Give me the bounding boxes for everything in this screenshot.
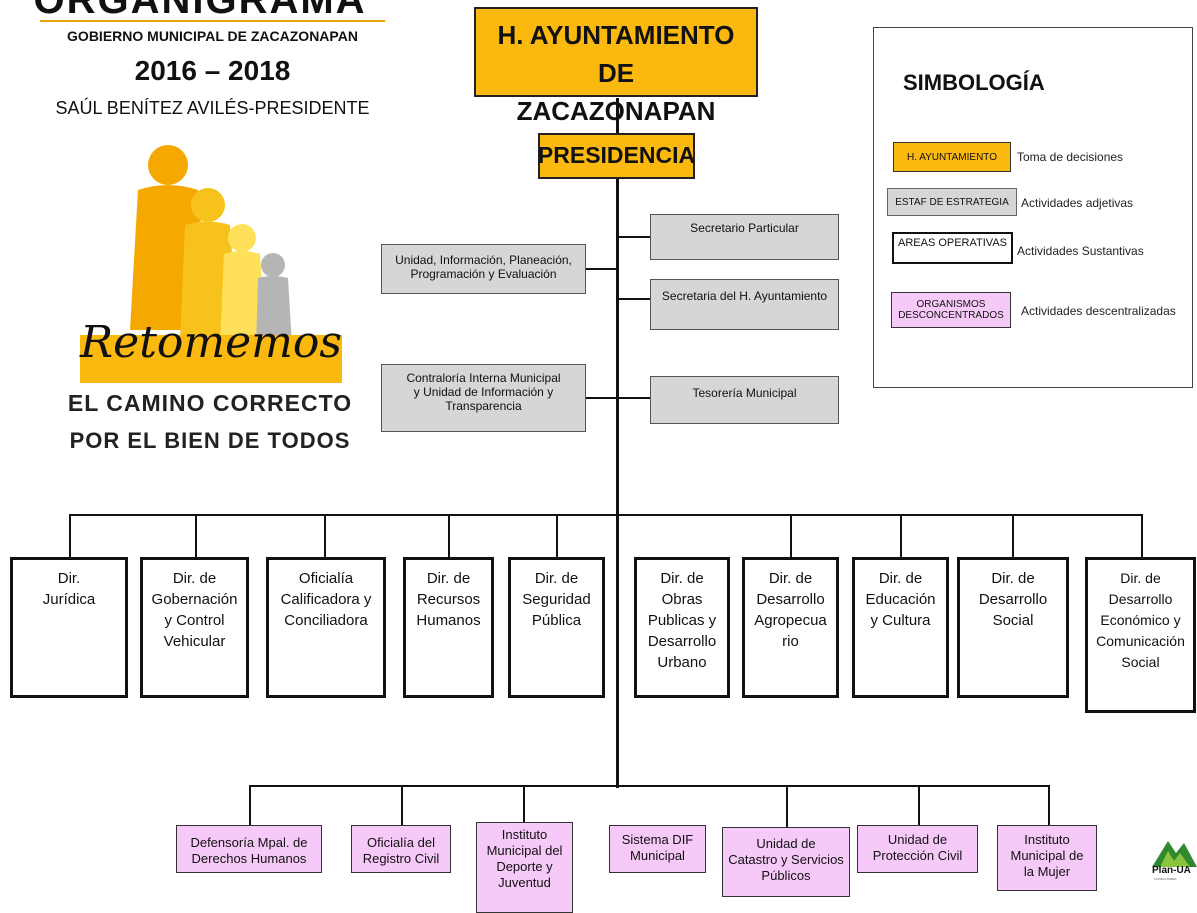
drop-dir-5	[556, 514, 558, 558]
org-instituto-mujer: Instituto Municipal de la Mujer	[997, 825, 1097, 891]
consultant-badge: Plan-UA CONSULTORES	[1150, 835, 1197, 881]
connector-secretaria	[618, 298, 650, 300]
drop-dir-1	[69, 514, 71, 558]
logo-slogan-2: POR EL BIEN DE TODOS	[69, 428, 351, 453]
drop-dir-4	[448, 514, 450, 558]
dir-juridica: Dir. Jurídica	[10, 557, 128, 698]
staff-secretaria-ayuntamiento: Secretaria del H. Ayuntamiento	[650, 279, 839, 330]
staff-unidad-planeacion: Unidad, Información, Planeación, Program…	[381, 244, 586, 294]
logo-slogan-1: EL CAMINO CORRECTO	[67, 389, 353, 416]
org-defensoria: Defensoría Mpal. de Derechos Humanos	[176, 825, 322, 873]
badge-text: Plan-UA	[1152, 865, 1191, 876]
connector-secretario	[618, 236, 650, 238]
title-underline	[40, 20, 385, 22]
drop-dir-10	[1141, 514, 1143, 558]
connector-main-vertical	[616, 98, 619, 788]
drop-dir-9	[1012, 514, 1014, 558]
legend-swatch-estaf: ESTAF DE ESTRATEGIA	[887, 188, 1017, 216]
staff-contraloria: Contraloría Interna Municipal y Unidad d…	[381, 364, 586, 432]
drop-org-6	[918, 785, 920, 825]
org-proteccion-civil: Unidad de Protección Civil	[857, 825, 978, 873]
connector-tesoreria	[618, 397, 650, 399]
dir-recursos-humanos: Dir. de Recursos Humanos	[403, 557, 494, 698]
legend-text-ayuntamiento: Toma de decisiones	[1017, 150, 1124, 164]
org-sistema-dif: Sistema DIF Municipal	[609, 825, 706, 873]
legend-swatch-ayuntamiento: H. AYUNTAMIENTO	[893, 142, 1011, 172]
legend-swatch-areas: AREAS OPERATIVAS	[892, 232, 1013, 264]
drop-org-7	[1048, 785, 1050, 825]
mountain-logo-icon	[1152, 841, 1197, 867]
dir-seguridad-publica: Dir. de Seguridad Pública	[508, 557, 605, 698]
legend-title: SIMBOLOGÍA	[903, 70, 1045, 95]
presidencia-box: PRESIDENCIA	[538, 133, 695, 179]
org-registro-civil: Oficialía del Registro Civil	[351, 825, 451, 873]
legend-text-organismos: Actividades descentralizadas	[1021, 304, 1176, 318]
ayuntamiento-box: H. AYUNTAMIENTO DE ZACAZONAPAN	[474, 7, 758, 126]
logo-script-text: Retomemos	[80, 316, 342, 368]
drop-dir-2	[195, 514, 197, 558]
dir-desarrollo-economico: Dir. de Desarrollo Económico y Comunicac…	[1085, 557, 1196, 713]
dir-gobernacion: Dir. de Gobernación y Control Vehicular	[140, 557, 249, 698]
drop-org-1	[249, 785, 251, 825]
connector-unidad	[586, 268, 618, 270]
legend-swatch-organismos: ORGANISMOS DESCONCENTRADOS	[891, 292, 1011, 328]
drop-dir-7	[790, 514, 792, 558]
drop-dir-8	[900, 514, 902, 558]
connector-org-horizontal	[249, 785, 1049, 787]
legend-text-estaf: Actividades adjetivas	[1021, 196, 1134, 210]
connector-contraloria	[586, 397, 618, 399]
campaign-logo: Retomemos EL CAMINO CORRECTO POR EL BIEN…	[60, 130, 360, 470]
legend-text-areas: Actividades Sustantivas	[1017, 244, 1144, 258]
family-figures-icon	[80, 145, 342, 383]
org-instituto-deporte: Instituto Municipal del Deporte y Juvent…	[476, 822, 573, 913]
dir-desarrollo-social: Dir. de Desarrollo Social	[957, 557, 1069, 698]
dir-educacion-cultura: Dir. de Educación y Cultura	[852, 557, 949, 698]
connector-dir-horizontal	[69, 514, 1142, 516]
drop-org-5	[786, 785, 788, 827]
oficialia-calificadora: Oficialía Calificadora y Conciliadora	[266, 557, 386, 698]
years: 2016 – 2018	[134, 55, 291, 86]
president: SAÚL BENÍTEZ AVILÉS-PRESIDENTE	[55, 97, 370, 118]
drop-org-2	[401, 785, 403, 825]
badge-subtext: CONSULTORES	[1154, 877, 1177, 881]
drop-dir-3	[324, 514, 326, 558]
drop-org-3	[523, 785, 525, 823]
dir-desarrollo-agropecuario: Dir. de Desarrollo Agropecua rio	[742, 557, 839, 698]
org-catastro: Unidad de Catastro y Servicios Públicos	[722, 827, 850, 897]
staff-tesoreria: Tesorería Municipal	[650, 376, 839, 424]
dir-obras-publicas: Dir. de Obras Publicas y Desarrollo Urba…	[634, 557, 730, 698]
subtitle: GOBIERNO MUNICIPAL DE ZACAZONAPAN	[67, 28, 358, 44]
staff-secretario-particular: Secretario Particular	[650, 214, 839, 260]
chart-title: ORGANIGRAMA	[10, 0, 390, 22]
